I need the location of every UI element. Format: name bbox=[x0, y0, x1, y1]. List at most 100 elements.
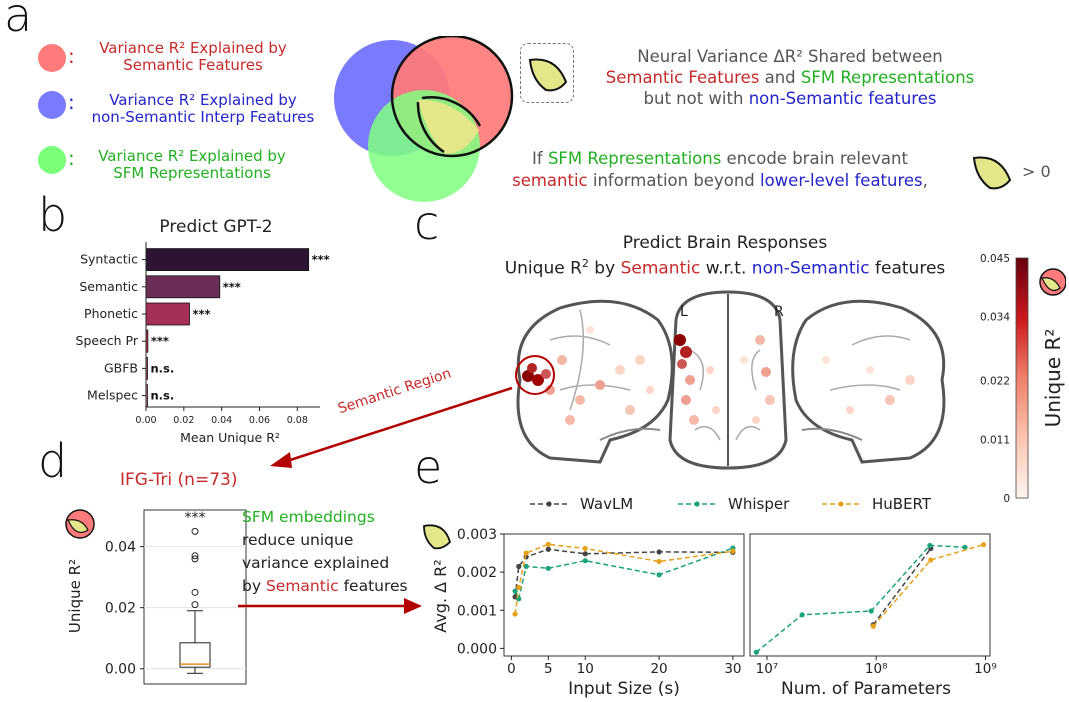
sagittal-right-view bbox=[791, 299, 946, 464]
x-tick-label: 10⁹ bbox=[974, 661, 997, 677]
box-outlier bbox=[191, 588, 199, 596]
panel-letter-e: e bbox=[414, 440, 443, 494]
legend-label: Whisper bbox=[728, 495, 790, 513]
bar bbox=[145, 248, 310, 271]
series-point bbox=[962, 544, 968, 550]
y-tick-label: 0.02 bbox=[105, 601, 136, 617]
series-point bbox=[516, 584, 522, 590]
series-point bbox=[730, 548, 736, 554]
box-outlier bbox=[191, 552, 199, 560]
series-point bbox=[545, 541, 551, 547]
x-tick-label: 0 bbox=[507, 661, 516, 677]
series-line bbox=[514, 548, 733, 597]
x-tick-label: 10⁸ bbox=[865, 661, 888, 677]
x-tick-label: 10 bbox=[577, 661, 594, 677]
greater-than-zero: > 0 bbox=[1022, 162, 1051, 181]
sfm-legend-colon: : bbox=[68, 146, 75, 170]
series-point bbox=[870, 623, 876, 629]
bar-significance: n.s. bbox=[151, 389, 175, 403]
chart-b-title: Predict GPT-2 bbox=[159, 217, 272, 237]
y-tick-label: 0.003 bbox=[457, 527, 497, 543]
condition-shared-region-icon bbox=[972, 156, 1012, 190]
panel-letter-d: d bbox=[38, 434, 68, 488]
brain-title: Predict Brain Responses bbox=[622, 233, 828, 253]
x-tick-label: 30 bbox=[724, 661, 741, 677]
bar-significance: *** bbox=[151, 334, 169, 348]
e-right-frame bbox=[749, 533, 991, 657]
chart-b-xlabel: Mean Unique R² bbox=[180, 430, 280, 445]
box-outlier bbox=[191, 527, 199, 535]
bar-label: Melspec bbox=[87, 388, 138, 403]
axial-view bbox=[668, 290, 788, 470]
series-line bbox=[872, 548, 932, 626]
colorbar-tick-label: 0.034 bbox=[980, 312, 1010, 324]
legend-label: WavLM bbox=[580, 495, 633, 513]
bar-label: Phonetic bbox=[84, 306, 138, 321]
bar bbox=[145, 275, 221, 299]
e-left-ylabel: Avg. Δ R² bbox=[431, 559, 450, 632]
legend-marker bbox=[546, 501, 552, 507]
bar bbox=[145, 302, 190, 326]
x-tick-label: 0.02 bbox=[173, 415, 194, 426]
series-point bbox=[980, 542, 987, 548]
box-outlier bbox=[191, 601, 199, 609]
gpt2-bar-chart: Predict GPT-2 Syntactic *** Semantic *** Pho… bbox=[76, 217, 330, 445]
panel-letter-a: a bbox=[4, 0, 33, 42]
semantic-legend-dot bbox=[38, 44, 66, 72]
legend-label: HuBERT bbox=[872, 495, 932, 513]
box-iqr bbox=[179, 642, 211, 668]
x-tick-label: 0.04 bbox=[211, 415, 232, 426]
sagittal-view bbox=[515, 299, 674, 464]
y-tick-label: 0.04 bbox=[105, 540, 136, 556]
series-point bbox=[927, 542, 933, 549]
series-point bbox=[868, 608, 874, 614]
bar-label: Semantic bbox=[79, 279, 138, 294]
bar-significance: *** bbox=[312, 253, 330, 267]
series-point bbox=[582, 558, 588, 564]
series-point bbox=[656, 572, 662, 578]
colorbar-tick-label: 0.045 bbox=[980, 253, 1010, 265]
x-tick-label: 5 bbox=[544, 661, 553, 677]
series-point bbox=[928, 557, 934, 563]
panel-letter-b: b bbox=[38, 188, 68, 242]
panel-e-shared-icon bbox=[423, 524, 452, 550]
bar-label: GBFB bbox=[104, 360, 138, 375]
series-point bbox=[516, 563, 522, 570]
series-line bbox=[755, 544, 966, 653]
series-point bbox=[512, 611, 518, 617]
colorbar-tick-label: 0.011 bbox=[980, 434, 1010, 446]
series-point bbox=[656, 558, 662, 565]
series-point bbox=[582, 545, 588, 552]
condition-note: If SFM Representations encode brain rele… bbox=[512, 149, 928, 190]
reduction-arrow bbox=[238, 598, 422, 614]
series-point bbox=[523, 550, 529, 556]
non-semantic-legend-colon: : bbox=[68, 90, 75, 114]
brain-subtitle: Unique R2 by Semantic w.r.t. non-Semanti… bbox=[504, 257, 946, 279]
sfm-legend-dot bbox=[38, 146, 66, 174]
series-point bbox=[545, 546, 551, 552]
series-point bbox=[512, 588, 518, 594]
unique-shared-region bbox=[418, 99, 479, 154]
venn-diagram bbox=[334, 36, 514, 202]
hemisphere-right-label: R bbox=[774, 304, 784, 320]
legend-marker bbox=[694, 501, 700, 507]
x-tick-label: 0.08 bbox=[287, 415, 308, 426]
semantic-legend-colon: : bbox=[68, 44, 75, 68]
y-tick-label: 0.00 bbox=[105, 662, 136, 678]
series-point bbox=[545, 565, 551, 571]
colorbar-tick-label: 0.022 bbox=[980, 376, 1010, 388]
bar-label: Speech Pr bbox=[76, 333, 139, 348]
bar-label: Syntactic bbox=[80, 252, 138, 267]
x-tick-label: 0.00 bbox=[135, 415, 156, 426]
non-semantic-legend-dot bbox=[38, 91, 66, 119]
series-point bbox=[799, 612, 805, 618]
bar-significance: n.s. bbox=[151, 361, 175, 375]
semantic-region-circle bbox=[515, 355, 555, 395]
shared-region-icon-box bbox=[520, 43, 574, 103]
e-left-xlabel: Input Size (s) bbox=[568, 679, 680, 699]
